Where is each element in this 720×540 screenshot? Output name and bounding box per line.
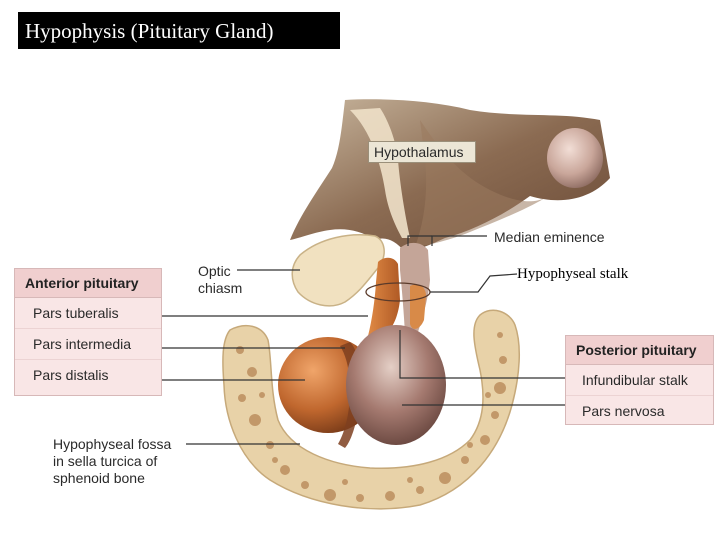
posterior-item-infundibular-stalk: Infundibular stalk: [566, 365, 713, 396]
label-hypophyseal-stalk: Hypophyseal stalk: [517, 266, 629, 282]
label-fossa-line2: in sella turcica of: [53, 453, 158, 469]
posterior-panel-header: Posterior pituitary: [566, 336, 713, 365]
anterior-item-pars-tuberalis: Pars tuberalis: [15, 298, 161, 329]
anterior-item-pars-intermedia: Pars intermedia: [15, 329, 161, 360]
page-title: Hypophysis (Pituitary Gland): [18, 12, 340, 49]
label-optic-line1: Optic: [198, 263, 231, 279]
posterior-lobe: [346, 325, 446, 445]
posterior-pituitary-panel: Posterior pituitary Infundibular stalk P…: [565, 335, 714, 425]
mammillary-body: [547, 128, 603, 188]
anterior-pituitary-panel: Anterior pituitary Pars tuberalis Pars i…: [14, 268, 162, 396]
hypophyseal-stalk: [365, 242, 431, 338]
hypothalamus-tissue: [290, 99, 610, 252]
optic-chiasm: [291, 234, 385, 307]
label-fossa-line3: sphenoid bone: [53, 470, 145, 486]
label-optic-line2: chiasm: [198, 280, 243, 296]
anterior-panel-header: Anterior pituitary: [15, 269, 161, 298]
sphenoid-bone: [222, 309, 521, 510]
label-median-eminence: Median eminence: [494, 229, 605, 245]
label-fossa-line1: Hypophyseal fossa: [53, 436, 172, 452]
pituitary-gland: [278, 325, 446, 448]
posterior-item-pars-nervosa: Pars nervosa: [582, 403, 665, 419]
label-hypothalamus: Hypothalamus: [368, 141, 476, 163]
anterior-item-pars-distalis: Pars distalis: [33, 367, 109, 383]
